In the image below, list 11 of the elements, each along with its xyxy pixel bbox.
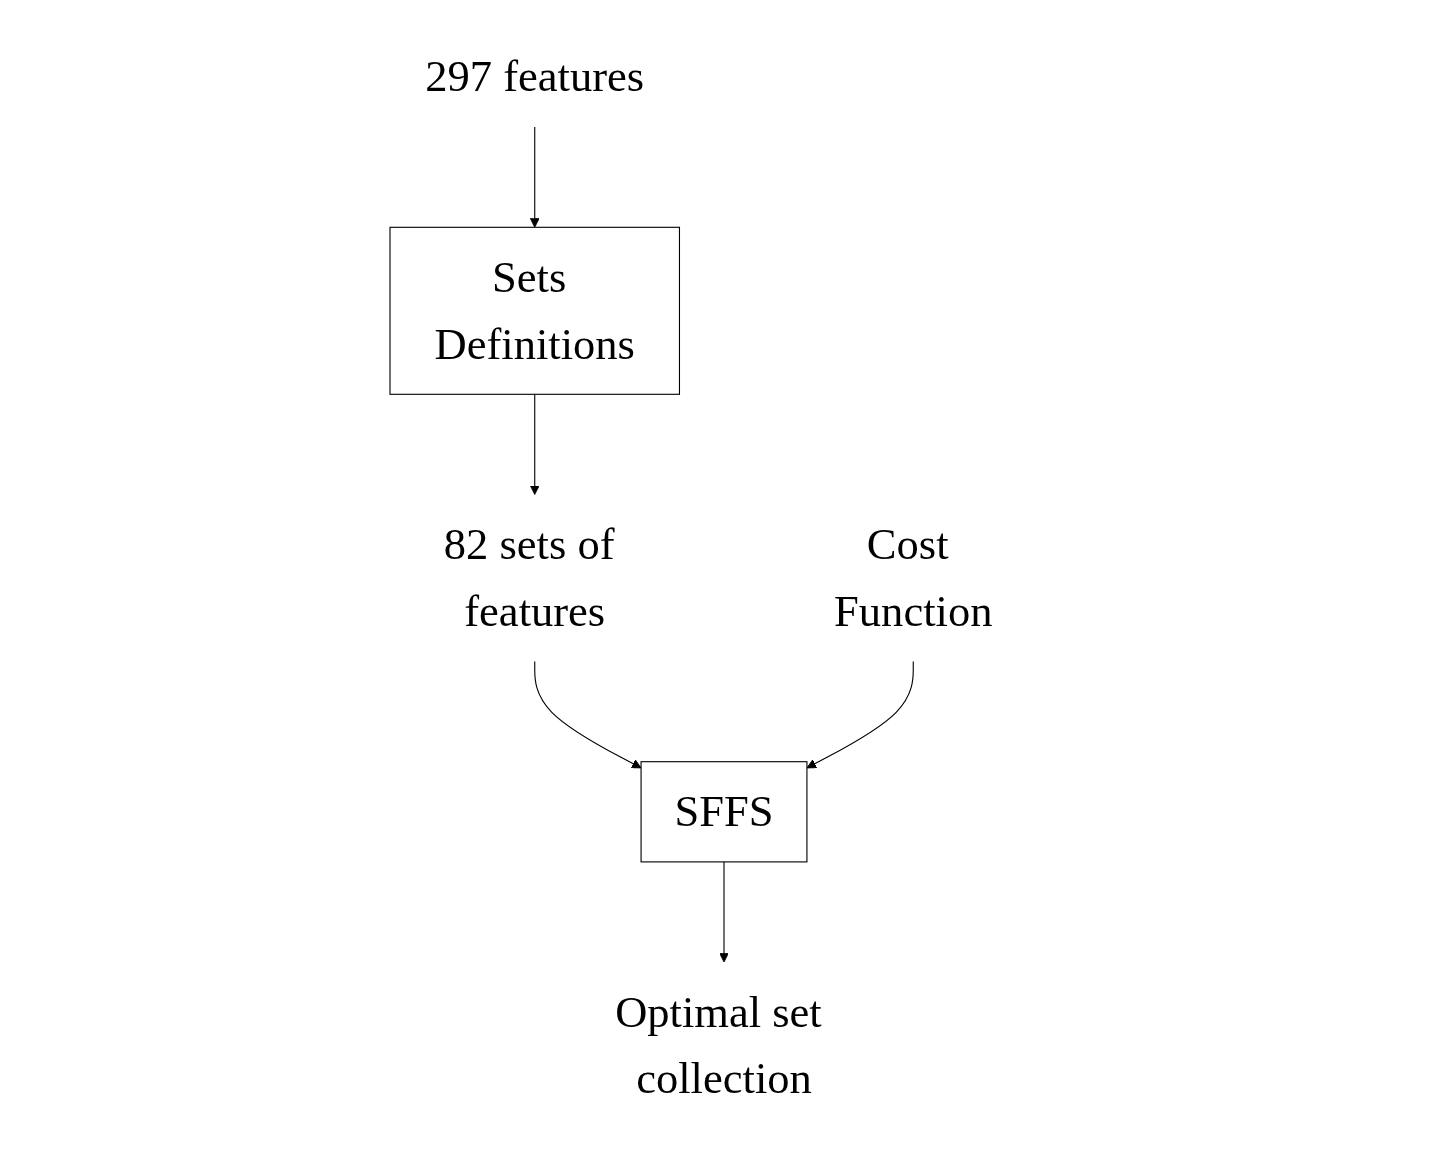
- node-text: 82 sets of features: [443, 518, 615, 636]
- node-box: Sets Definitions: [389, 226, 681, 395]
- node-text: Cost Function: [834, 518, 993, 636]
- node-text: Optimal set collection: [615, 986, 822, 1103]
- arrow: [529, 126, 540, 228]
- node-text: 297 features: [425, 50, 645, 101]
- arrow: [806, 660, 914, 768]
- arrow: [719, 860, 729, 963]
- arrow: [534, 660, 642, 768]
- arrow: [529, 393, 540, 495]
- node-box: SFFS: [640, 760, 808, 862]
